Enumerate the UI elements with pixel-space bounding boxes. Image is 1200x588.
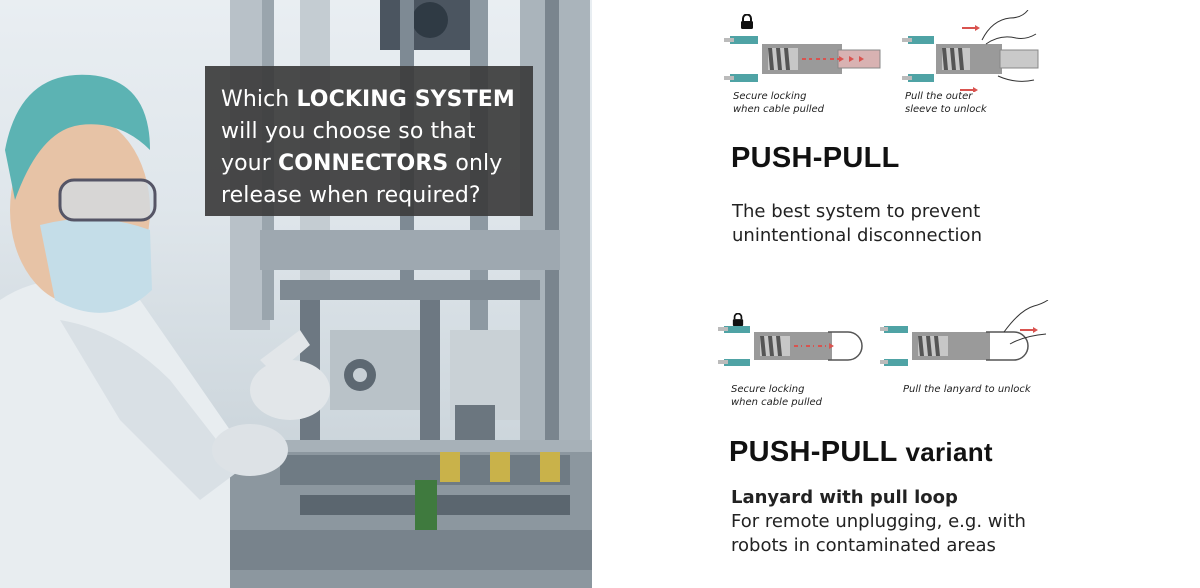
info-panel: Secure locking when cable pulled Pull th… <box>592 0 1200 588</box>
lock-icon <box>732 313 744 326</box>
question-text-3: only release when required? <box>221 151 503 208</box>
question-text-2: will you choose so that your <box>221 119 476 176</box>
push-pull-caption-locked: Secure locking when cable pulled <box>733 91 825 115</box>
question-overlay: Which LOCKING SYSTEM will you choose so … <box>205 66 533 216</box>
variant-unlock-diagram <box>880 300 1049 366</box>
variant-description-block: Lanyard with pull loop For remote unplug… <box>731 486 1061 558</box>
question-bold-connectors: CONNECTORS <box>277 151 449 176</box>
variant-heading: PUSH-PULL variant <box>729 436 993 469</box>
variant-locked-diagram <box>718 326 863 366</box>
variant-description: For remote unplugging, e.g. with robots … <box>731 511 1026 556</box>
push-pull-caption-unlock: Pull the outer sleeve to unlock <box>905 91 987 115</box>
variant-heading-suffix: variant <box>905 437 993 467</box>
question-text-1: Which <box>221 87 297 112</box>
push-pull-unlock-diagram <box>902 10 1039 92</box>
lock-icon <box>741 14 753 29</box>
push-pull-description: The best system to prevent unintentional… <box>732 201 982 246</box>
lab-photo: Which LOCKING SYSTEM will you choose so … <box>0 0 592 588</box>
push-pull-heading: PUSH-PULL <box>731 142 900 174</box>
variant-heading-main: PUSH-PULL <box>729 436 898 468</box>
variant-caption-unlock: Pull the lanyard to unlock <box>903 384 1031 395</box>
question-bold-locking-system: LOCKING SYSTEM <box>296 87 515 112</box>
variant-subheading: Lanyard with pull loop <box>731 487 958 508</box>
variant-caption-locked: Secure locking when cable pulled <box>731 384 823 408</box>
push-pull-locked-diagram <box>724 36 881 82</box>
